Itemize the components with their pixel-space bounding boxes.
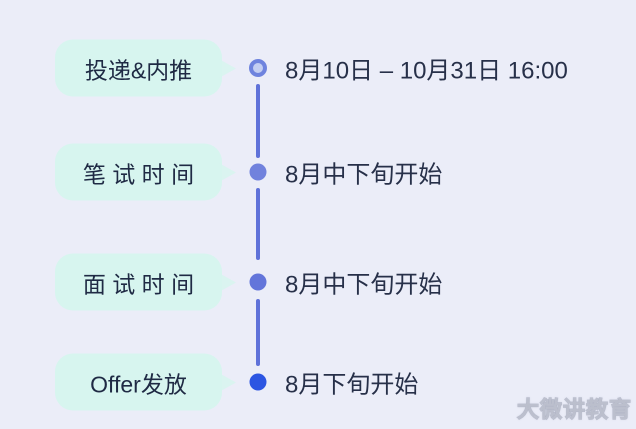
stage-label: Offer发放 xyxy=(90,371,187,397)
stage-detail: 8月下旬开始 xyxy=(285,371,419,399)
timeline-connector-segment xyxy=(256,299,260,366)
bubble-tail-icon xyxy=(218,372,236,392)
timeline-dot-icon xyxy=(249,163,267,181)
watermark: 大微讲教育 xyxy=(516,397,632,423)
stage-detail: 8月中下旬开始 xyxy=(285,271,443,299)
stage-detail: 8月10日 – 10月31日 16:00 xyxy=(285,57,568,85)
bubble-tail-icon xyxy=(218,58,236,78)
stage-label: 笔 试 时 间 xyxy=(82,161,195,187)
stage-label-bubble: Offer发放 xyxy=(55,353,236,411)
timeline-dot-icon xyxy=(249,59,267,77)
timeline-dot-icon xyxy=(249,273,267,291)
stage-label: 投递&内推 xyxy=(84,57,193,83)
stage-label-bubble: 笔 试 时 间 xyxy=(55,143,236,201)
stage-label-bubble: 面 试 时 间 xyxy=(55,253,236,311)
bubble-tail-icon xyxy=(218,162,236,182)
stage-label: 面 试 时 间 xyxy=(82,271,195,297)
bubble-tail-icon xyxy=(218,272,236,292)
timeline-connector-segment xyxy=(256,188,260,260)
timeline-dot-icon xyxy=(249,373,267,391)
stage-detail: 8月中下旬开始 xyxy=(285,161,443,189)
timeline-connector-segment xyxy=(256,84,260,158)
stage-label-bubble: 投递&内推 xyxy=(55,39,236,97)
